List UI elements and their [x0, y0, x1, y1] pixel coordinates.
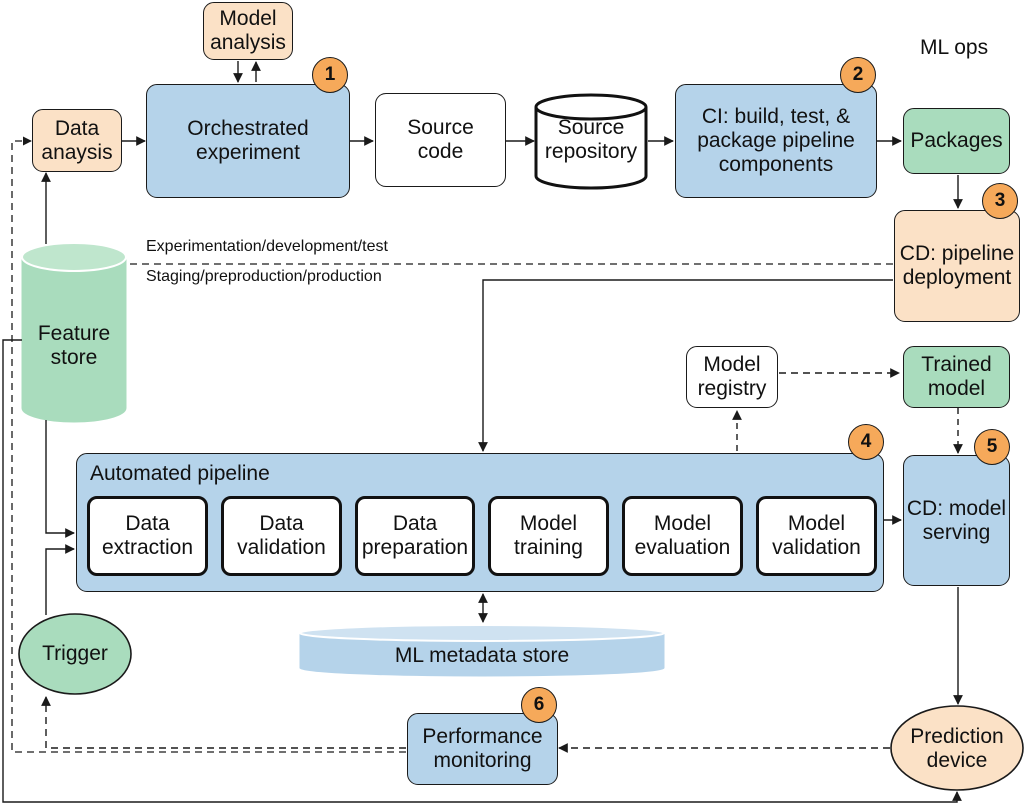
- diagram-title: ML ops: [920, 36, 989, 59]
- environment-label-upper: Experimentation/development/test: [146, 238, 388, 255]
- prediction-device-label: Prediction device: [910, 725, 1004, 772]
- pipeline-stage-label: Data preparation: [361, 512, 469, 559]
- model-registry-label: Model registry: [697, 353, 767, 400]
- data-analysis-box: Data anaysis: [32, 109, 122, 172]
- trigger-label: Trigger: [42, 642, 108, 665]
- automated-pipeline-container: [76, 453, 884, 592]
- performance-monitoring-label: Performance monitoring: [422, 725, 543, 772]
- pipeline-stage-label: Data extraction: [101, 512, 194, 559]
- step-badge-1: 1: [312, 57, 348, 93]
- pipeline-stage-data-preparation: Data preparation: [355, 496, 475, 576]
- environment-label-lower: Staging/preproduction/production: [146, 268, 382, 285]
- pipeline-stage-model-validation: Model validation: [756, 496, 877, 576]
- source-repository-label: Source repository: [544, 116, 638, 163]
- data-analysis-label: Data anaysis: [41, 116, 113, 164]
- cd-model-serving-box: CD: model serving: [903, 455, 1010, 586]
- ml-metadata-store-cylinder: [299, 624, 665, 677]
- step-badge-6: 6: [521, 687, 557, 723]
- arrow-feature-to-device: [2, 339, 962, 803]
- pipeline-stage-model-evaluation: Model evaluation: [622, 496, 743, 576]
- cd-pipeline-label: CD: pipeline deployment: [899, 242, 1015, 289]
- prediction-device-ellipse: [890, 705, 1024, 791]
- ci-label: CI: build, test, & package pipeline comp…: [697, 105, 855, 176]
- model-analysis-label: Model analysis: [210, 7, 286, 54]
- arrow-trigger-to-pipeline: [45, 544, 75, 615]
- step-badge-3: 3: [982, 183, 1018, 219]
- model-analysis-box: Model analysis: [203, 2, 293, 60]
- packages-box: Packages: [903, 108, 1010, 174]
- ml-metadata-store-label: ML metadata store: [394, 644, 570, 667]
- pipeline-stage-label: Model validation: [772, 512, 861, 559]
- source-code-label: Source code: [407, 116, 474, 163]
- pipeline-stage-label: Model evaluation: [634, 512, 731, 559]
- cd-model-serving-label: CD: model serving: [906, 496, 1007, 544]
- trigger-ellipse: [18, 613, 132, 695]
- pipeline-stage-data-extraction: Data extraction: [87, 496, 208, 576]
- cd-pipeline-box: CD: pipeline deployment: [894, 210, 1020, 322]
- step-badge-5: 5: [974, 429, 1010, 465]
- orchestrated-experiment-label: Orchestrated experiment: [187, 117, 309, 164]
- orchestrated-experiment-box: Orchestrated experiment: [146, 84, 350, 198]
- automated-pipeline-title: Automated pipeline: [90, 462, 270, 485]
- trained-model-label: Trained model: [921, 353, 992, 400]
- pipeline-stage-label: Model training: [514, 512, 583, 559]
- step-badge-2: 2: [840, 57, 876, 93]
- pipeline-stage-label: Data validation: [237, 512, 326, 559]
- arrow-cd-to-pipeline: [478, 279, 893, 452]
- feature-store-cylinder: [21, 242, 127, 423]
- source-repository-cylinder: [534, 93, 648, 190]
- packages-label: Packages: [910, 129, 1003, 152]
- feature-store-label: Feature store: [37, 322, 111, 369]
- pipeline-stage-model-training: Model training: [488, 496, 609, 576]
- step-badge-4: 4: [848, 424, 884, 460]
- arrow-monitoring-loop-to-analysis: [11, 136, 406, 753]
- source-code-box: Source code: [375, 93, 506, 187]
- arrow-monitoring-to-trigger: [41, 696, 406, 749]
- ci-box: CI: build, test, & package pipeline comp…: [675, 84, 877, 198]
- performance-monitoring-box: Performance monitoring: [407, 713, 558, 785]
- arrow-feature-to-pipeline: [45, 420, 75, 538]
- trained-model-box: Trained model: [903, 346, 1010, 408]
- pipeline-stage-data-validation: Data validation: [221, 496, 342, 576]
- model-registry-box: Model registry: [686, 346, 778, 408]
